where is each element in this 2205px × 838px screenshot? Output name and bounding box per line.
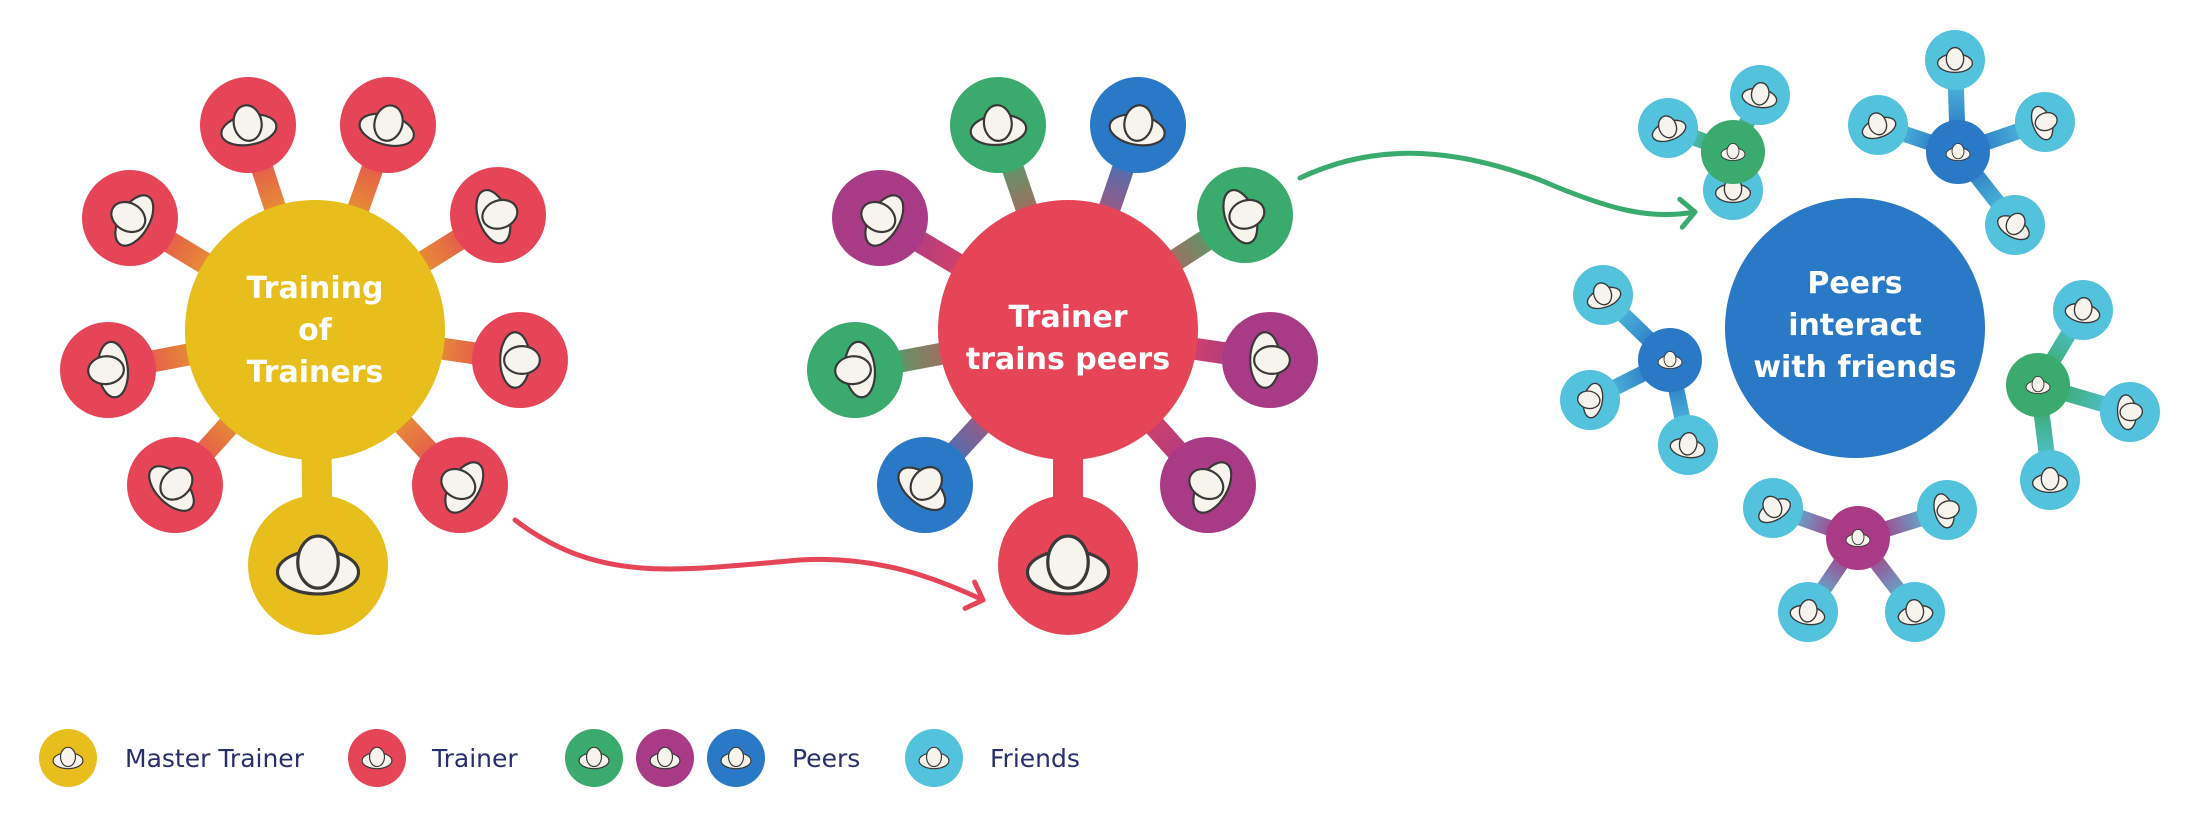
person-top-view-icon bbox=[475, 189, 519, 245]
person-top-view-icon bbox=[2030, 105, 2058, 141]
person-top-view-icon bbox=[148, 465, 195, 512]
hub-label-master: Trainers bbox=[247, 355, 384, 390]
person-top-view-icon bbox=[1720, 142, 1746, 162]
hub-label-peers: with friends bbox=[1753, 350, 1956, 385]
legend-label: Master Trainer bbox=[125, 744, 305, 773]
person-top-view-icon bbox=[275, 534, 361, 596]
person-top-view-icon bbox=[1586, 282, 1622, 310]
person-top-view-icon bbox=[720, 746, 752, 770]
cluster-trainer bbox=[807, 77, 1318, 635]
person-top-view-icon bbox=[834, 340, 877, 399]
hub-label-peers: Peers bbox=[1807, 266, 1902, 301]
arrows-layer bbox=[512, 150, 1698, 611]
person-top-view-icon bbox=[1861, 112, 1897, 140]
person-top-view-icon bbox=[918, 746, 950, 770]
person-top-view-icon bbox=[1577, 382, 1604, 419]
curved-arrow-icon bbox=[1297, 150, 1698, 230]
hub-circle bbox=[938, 200, 1198, 460]
cluster-master-trainer bbox=[60, 77, 568, 635]
person-top-view-icon bbox=[1249, 331, 1291, 389]
person-top-view-icon bbox=[578, 746, 610, 770]
person-top-view-icon bbox=[1845, 528, 1871, 548]
legend-label: Friends bbox=[990, 744, 1080, 773]
person-top-view-icon bbox=[860, 194, 905, 247]
person-top-view-icon bbox=[2064, 297, 2101, 324]
hub-label-master: of bbox=[298, 313, 333, 348]
person-top-view-icon bbox=[110, 194, 155, 247]
person-top-view-icon bbox=[1651, 115, 1687, 143]
hub-circle-peers bbox=[1725, 198, 1985, 458]
legend-label: Peers bbox=[792, 744, 860, 773]
person-top-view-icon bbox=[1789, 599, 1826, 626]
hub-label-trainer: trains peers bbox=[966, 342, 1170, 377]
person-top-view-icon bbox=[897, 466, 947, 512]
person-top-view-icon bbox=[1108, 104, 1166, 147]
person-top-view-icon bbox=[2025, 375, 2051, 395]
person-top-view-icon bbox=[649, 746, 681, 770]
person-top-view-icon bbox=[358, 104, 415, 147]
person-top-view-icon bbox=[1897, 599, 1934, 626]
person-top-view-icon bbox=[1997, 212, 2030, 241]
person-top-view-icon bbox=[220, 104, 278, 147]
legend: Master Trainer Trainer Peers Friends bbox=[39, 729, 1080, 787]
cluster-friends-1 bbox=[1638, 65, 1790, 220]
person-top-view-icon bbox=[2031, 466, 2069, 494]
person-top-view-icon bbox=[1758, 495, 1791, 524]
person-top-view-icon bbox=[1945, 142, 1971, 162]
person-top-view-icon bbox=[1741, 82, 1778, 109]
person-top-view-icon bbox=[1669, 432, 1706, 459]
legend-item-trainer: Trainer bbox=[348, 729, 518, 787]
person-top-view-icon bbox=[1025, 534, 1111, 596]
legend-item-friends: Friends bbox=[905, 729, 1080, 787]
cluster-friends-5 bbox=[1743, 478, 1977, 642]
hub-label-master: Training bbox=[247, 271, 384, 306]
hub-label-trainer: Trainer bbox=[1009, 300, 1128, 335]
person-top-view-icon bbox=[52, 746, 84, 770]
legend-item-master-trainer: Master Trainer bbox=[39, 729, 305, 787]
person-top-view-icon bbox=[969, 104, 1028, 147]
curved-arrow-icon bbox=[512, 517, 986, 611]
person-top-view-icon bbox=[1657, 350, 1683, 370]
legend-label: Trainer bbox=[431, 744, 518, 773]
clusters-layer bbox=[60, 30, 2160, 642]
cluster-friends-4 bbox=[2006, 280, 2160, 510]
person-top-view-icon bbox=[499, 331, 541, 389]
person-top-view-icon bbox=[361, 746, 393, 770]
hub-circle bbox=[185, 200, 445, 460]
person-top-view-icon bbox=[1188, 461, 1233, 514]
hub-label-peers: interact bbox=[1788, 308, 1922, 343]
person-top-view-icon bbox=[440, 461, 485, 514]
person-top-view-icon bbox=[1222, 189, 1266, 245]
person-top-view-icon bbox=[2116, 394, 2144, 431]
person-top-view-icon bbox=[1933, 493, 1960, 529]
legend-item-peers: Peers bbox=[565, 729, 860, 787]
person-top-view-icon bbox=[1936, 46, 1974, 74]
cluster-friends-2 bbox=[1848, 30, 2075, 255]
cluster-friends-3 bbox=[1560, 265, 1718, 475]
